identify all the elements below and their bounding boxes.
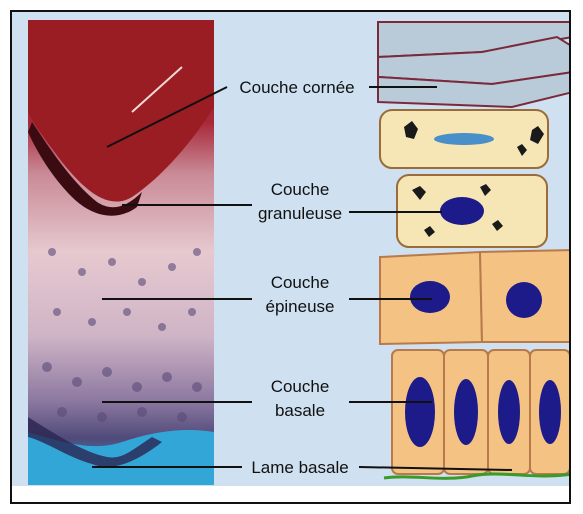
label-basal-line2: basale [275,401,325,420]
basal-nucleus-1 [405,377,435,447]
epidermis-diagram: Couche cornée Couche granuleuse Couche é… [12,12,571,504]
label-basal-line1: Couche [271,377,330,396]
figure-frame: Couche cornée Couche granuleuse Couche é… [10,10,571,504]
label-lamina: Lame basale [251,458,348,477]
spinous-nucleus-2 [506,282,542,318]
bottom-strip [12,486,571,504]
granular-nucleus-2 [440,197,484,225]
histology-image [28,20,214,485]
corneum-plates [378,22,571,107]
label-corneum: Couche cornée [239,78,354,97]
label-granular-line1: Couche [271,180,330,199]
label-spinous-line1: Couche [271,273,330,292]
label-granular-line2: granuleuse [258,204,342,223]
basal-nucleus-2 [454,379,478,445]
basal-nucleus-4 [539,380,561,444]
granular-nucleus-1 [434,133,494,145]
basal-nucleus-3 [498,380,520,444]
label-spinous-line2: épineuse [265,297,334,316]
spinous-nucleus-1 [410,281,450,313]
spinous-cells [380,250,571,344]
